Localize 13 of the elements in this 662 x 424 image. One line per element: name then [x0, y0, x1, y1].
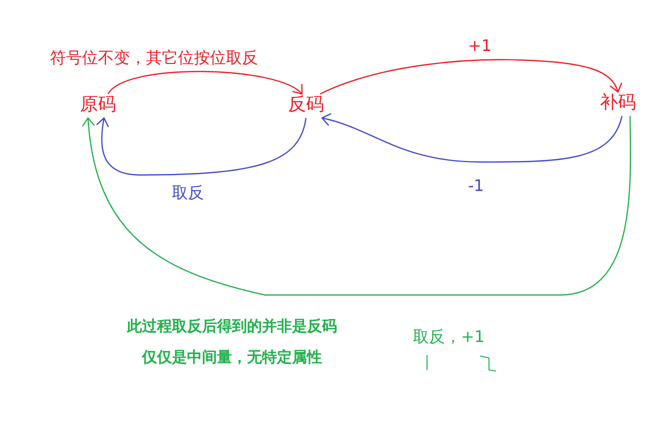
arrow [96, 117, 307, 176]
arrow [321, 113, 623, 163]
node-label: 反码 [288, 94, 324, 116]
arrow [82, 116, 632, 296]
edge-label: 取反 [172, 183, 204, 203]
arrow [108, 70, 303, 95]
note-text: 此过程取反后得到的并非是反码 [127, 316, 337, 336]
note-text: 仅仅是中间量，无特定属性 [142, 347, 322, 367]
arrow [320, 59, 622, 95]
edge-label: 取反，+1 [413, 327, 485, 347]
node-label: 原码 [80, 94, 116, 116]
edge-label: 符号位不变，其它位按位取反 [50, 48, 258, 68]
node-label: 补码 [600, 92, 636, 114]
